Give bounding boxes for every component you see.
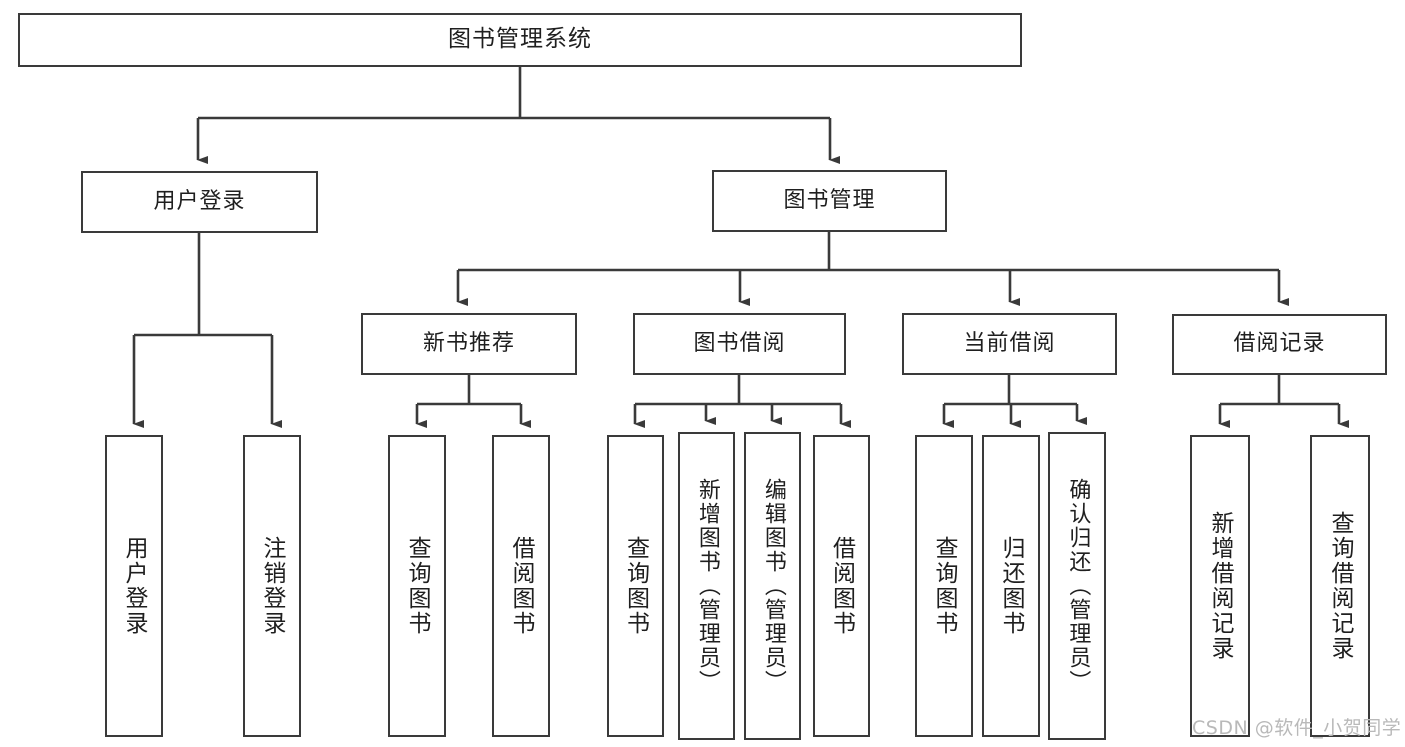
node-book-management[interactable]: 图书管理 [712, 170, 947, 232]
leaf-query-books-recommend[interactable]: 查询图书 [388, 435, 446, 737]
leaf-logout[interactable]: 注销登录 [243, 435, 301, 737]
leaf-query-books-current[interactable]: 查询图书 [915, 435, 973, 737]
leaf-confirm-return-admin[interactable]: 确认归还（管理员） [1048, 432, 1106, 740]
node-user-login[interactable]: 用户登录 [81, 171, 318, 233]
leaf-query-books-borrow[interactable]: 查询图书 [607, 435, 664, 737]
node-root-system[interactable]: 图书管理系统 [18, 13, 1022, 67]
node-current-borrow[interactable]: 当前借阅 [902, 313, 1117, 375]
node-borrow-records[interactable]: 借阅记录 [1172, 314, 1387, 375]
leaf-user-login[interactable]: 用户登录 [105, 435, 163, 737]
leaf-borrow-books-borrow[interactable]: 借阅图书 [813, 435, 870, 737]
node-new-book-recommend[interactable]: 新书推荐 [361, 313, 577, 375]
leaf-borrow-books-recommend[interactable]: 借阅图书 [492, 435, 550, 737]
leaf-add-borrow-record[interactable]: 新增借阅记录 [1190, 435, 1250, 737]
leaf-edit-book-admin[interactable]: 编辑图书（管理员） [744, 432, 801, 740]
leaf-query-borrow-record[interactable]: 查询借阅记录 [1310, 435, 1370, 737]
watermark-text: CSDN @软件_小贺同学 [1192, 717, 1402, 739]
node-book-borrow[interactable]: 图书借阅 [633, 313, 846, 375]
leaf-return-books[interactable]: 归还图书 [982, 435, 1040, 737]
leaf-add-book-admin[interactable]: 新增图书（管理员） [678, 432, 735, 740]
